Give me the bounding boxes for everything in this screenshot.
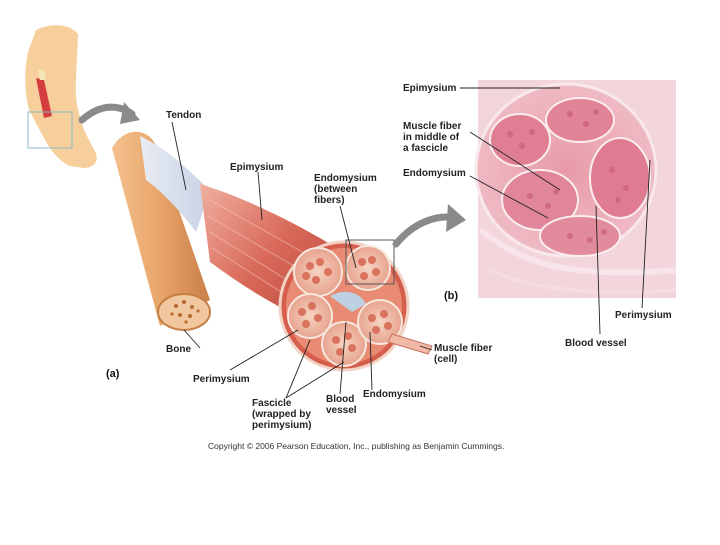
leader-lines — [171, 87, 651, 399]
label-fascicle: Fascicle (wrapped by perimysium) — [252, 398, 312, 431]
micrograph-image — [474, 80, 677, 298]
label-tendon: Tendon — [166, 110, 202, 121]
copyright-notice: Copyright © 2006 Pearson Education, Inc.… — [208, 441, 505, 451]
label-endomysium-between-fibers: Endomysium (between fibers) — [314, 173, 377, 206]
panel-b-label: (b) — [444, 290, 459, 302]
label-perimysium-b: Perimysium — [615, 310, 672, 321]
label-muscle-fiber-cell: Muscle fiber (cell) — [434, 343, 493, 365]
arrow-head-b — [446, 204, 466, 232]
bone-illustration — [112, 131, 211, 331]
label-muscle-fiber-middle: Muscle fiber in middle of a fascicle — [403, 121, 462, 154]
label-blood-vessel-a: Blood vessel — [326, 394, 357, 416]
tendon-illustration — [140, 136, 210, 232]
label-epimysium-b: Epimysium — [403, 83, 457, 94]
label-perimysium-a: Perimysium — [193, 374, 250, 385]
label-bone: Bone — [166, 344, 191, 355]
label-epimysium-a: Epimysium — [230, 162, 284, 173]
arm-illustration — [25, 25, 97, 168]
label-endomysium-b: Endomysium — [403, 168, 466, 179]
muscle-cross-section — [278, 239, 433, 372]
panel-a-label: (a) — [106, 368, 120, 380]
arrow-head-a — [120, 102, 140, 124]
label-endomysium-bottom: Endomysium — [363, 389, 426, 400]
label-blood-vessel-b: Blood vessel — [565, 338, 627, 349]
